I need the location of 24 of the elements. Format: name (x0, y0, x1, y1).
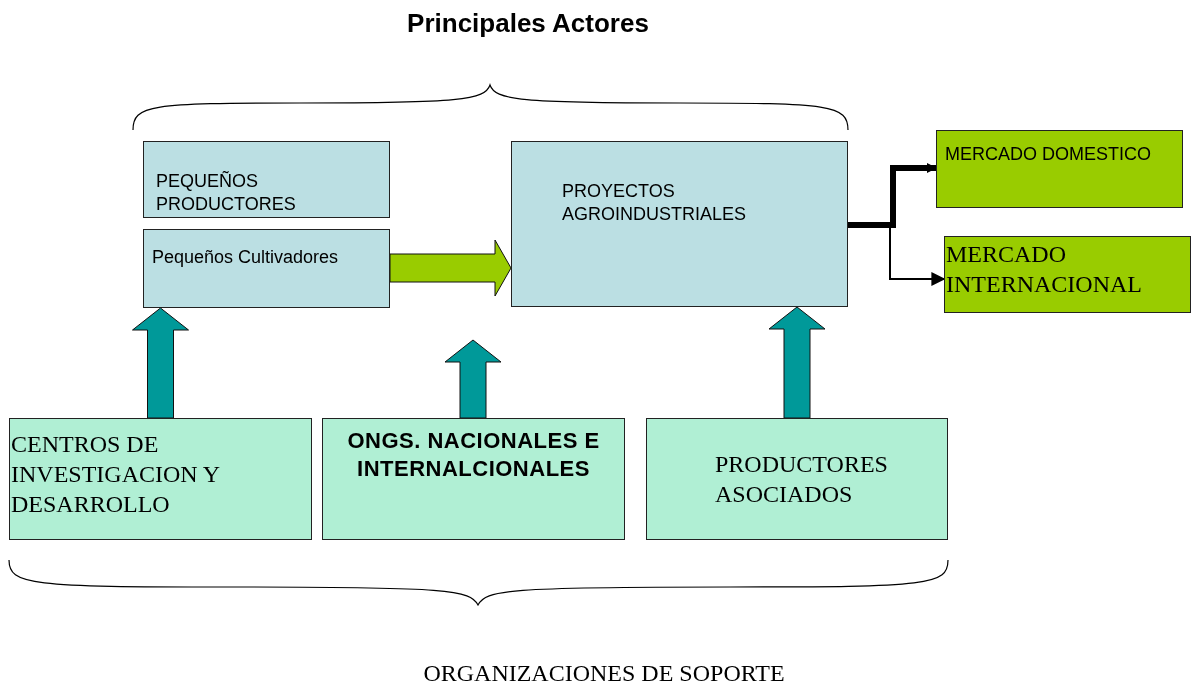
process-box (646, 418, 948, 540)
caption: ORGANIZACIONES DE SOPORTE (422, 660, 786, 687)
title: Principales Actores (406, 8, 650, 39)
box-label: MERCADO DOMESTICO (945, 143, 1152, 166)
box-label: Pequeños Cultivadores (152, 246, 340, 269)
block-arrow (444, 339, 502, 419)
process-box (511, 141, 848, 307)
box-label: PROYECTOS AGROINDUSTRIALES (562, 180, 748, 225)
box-label: PRODUCTORES ASOCIADOS (715, 450, 889, 509)
process-box (944, 236, 1191, 313)
block-arrow (132, 307, 189, 419)
arrow (847, 224, 946, 286)
block-arrow (389, 239, 512, 297)
block-arrow (768, 306, 826, 419)
arrow (848, 163, 937, 228)
process-box (322, 418, 625, 540)
process-box (936, 130, 1183, 208)
box-label: ONGS. NACIONALES E INTERNALCIONALES (346, 427, 601, 482)
process-box (143, 141, 390, 218)
box-label: CENTROS DE INVESTIGACION Y DESARROLLO (11, 430, 221, 519)
box-label: PEQUEÑOS PRODUCTORES (156, 170, 297, 215)
process-box (143, 229, 390, 308)
box-label: MERCADO INTERNACIONAL (946, 240, 1143, 299)
process-box (9, 418, 312, 540)
